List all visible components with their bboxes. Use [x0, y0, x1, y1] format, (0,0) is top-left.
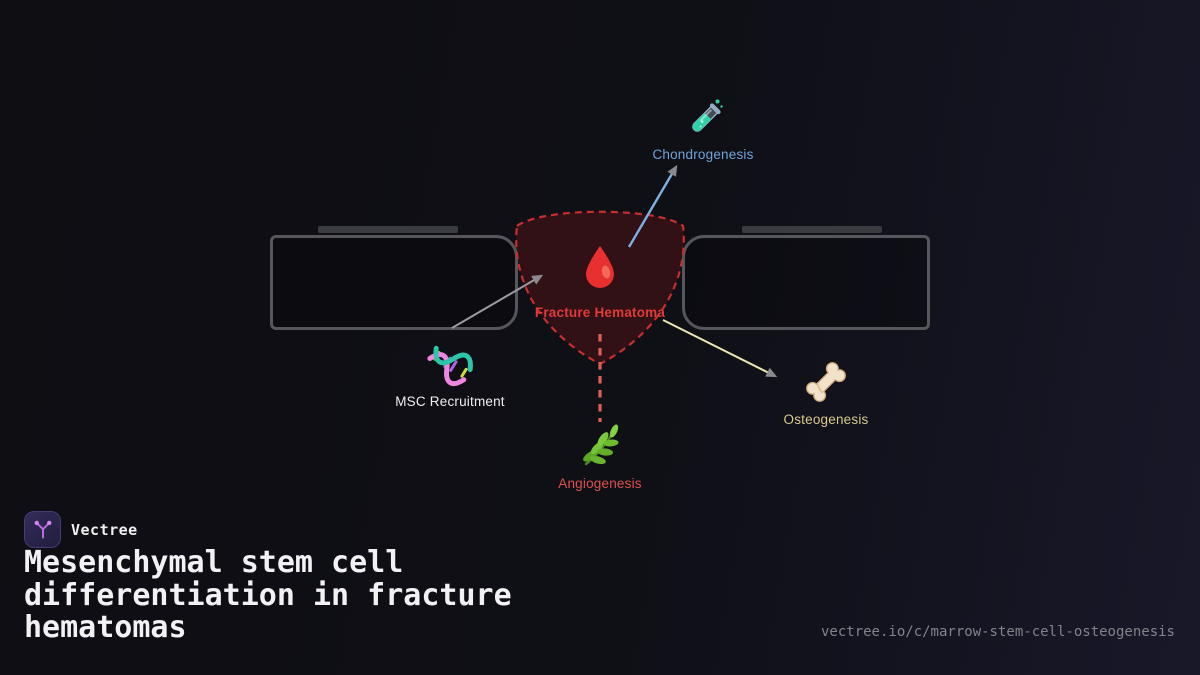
bone-cortex-bar-right	[742, 226, 882, 233]
angiogenesis-label: Angiogenesis	[558, 476, 642, 491]
footer-url: vectree.io/c/marrow-stem-cell-osteogenes…	[820, 624, 1175, 640]
bone-icon	[803, 359, 849, 405]
vectree-logo	[24, 511, 61, 548]
node-angiogenesis: Angiogenesis	[510, 423, 690, 491]
connector-hematoma-to-chondrogenesis	[627, 164, 678, 248]
node-chondrogenesis: Chondrogenesis	[613, 96, 793, 162]
msc-recruitment-label: MSC Recruitment	[395, 394, 505, 409]
bone-segment-right	[682, 235, 930, 330]
vectree-branch-icon	[34, 520, 51, 538]
herb-icon	[577, 423, 623, 469]
chondrogenesis-label: Chondrogenesis	[652, 147, 754, 162]
test-tube-icon	[681, 96, 725, 140]
node-msc-recruitment: MSC Recruitment	[360, 341, 540, 409]
brand-row: Vectree	[24, 511, 138, 548]
dna-icon	[427, 341, 473, 387]
connector-hematoma-to-osteogenesis	[662, 319, 778, 378]
node-fracture-hematoma: Fracture Hematoma	[500, 244, 700, 320]
poster-title: Mesenchymal stem cell differentiation in…	[24, 545, 512, 645]
bone-cortex-bar-left	[318, 226, 458, 233]
node-osteogenesis: Osteogenesis	[736, 359, 916, 427]
brand-name: Vectree	[71, 520, 138, 539]
blood-drop-icon	[582, 244, 618, 288]
connector-msc-to-hematoma	[451, 274, 544, 329]
osteogenesis-label: Osteogenesis	[783, 412, 869, 427]
fracture-hematoma-label: Fracture Hematoma	[534, 305, 666, 320]
